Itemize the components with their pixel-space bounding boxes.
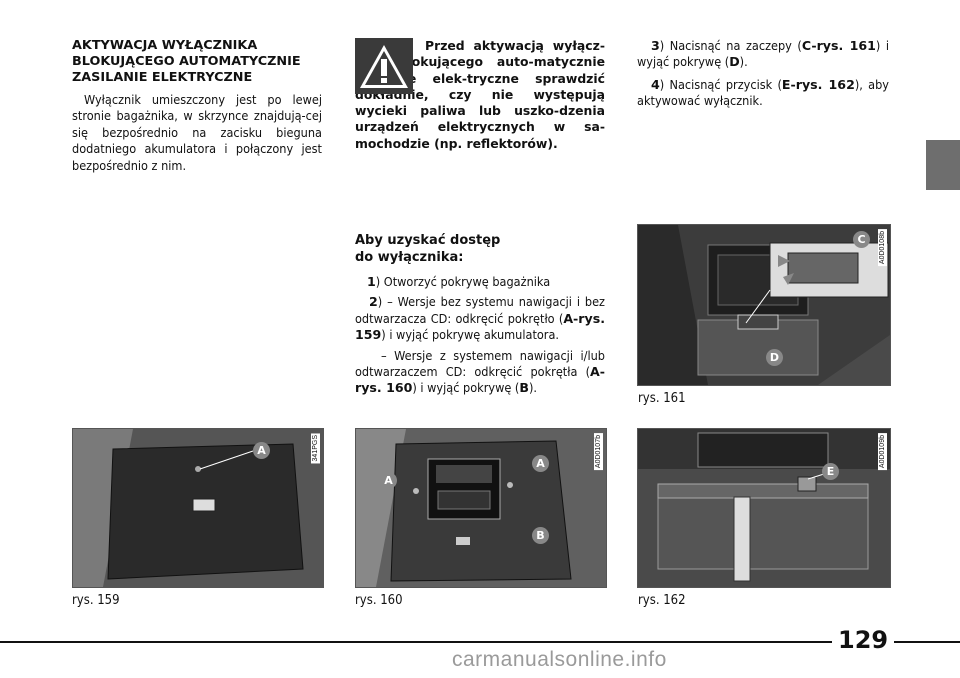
figure-162-code: A0D0109b [878, 433, 887, 471]
figure-160-code: A0D0107b [594, 433, 603, 471]
step-3: 3) Nacisnąć na zaczepy (C-rys. 161) i wy… [637, 38, 889, 71]
callout-a-right: A [532, 455, 549, 472]
warning-text: Przed aktywacją wyłącz-nika blokującego … [355, 38, 605, 152]
section-heading: AKTYWACJA WYŁĄCZNIKA BLOKUJĄCEGO AUTOMAT… [72, 38, 301, 85]
step-2-number: 2 [369, 294, 378, 310]
trunk-photo-161 [638, 225, 890, 385]
access-heading: Aby uzyskać dostęp do wyłącznika: [355, 232, 605, 266]
step-2b-pre: – Wersje z systemem nawigacji i/lub odtw… [355, 347, 605, 380]
step-2b: – Wersje z systemem nawigacji i/lub odtw… [355, 348, 605, 397]
step-2-post: ) i wyjąć pokrywę akumulatora. [381, 327, 560, 343]
step-2-pre: ) – Wersje bez systemu nawigacji i bez o… [355, 294, 605, 326]
callout-b: B [532, 527, 549, 544]
callout-c: C [853, 231, 870, 248]
access-heading-line1: Aby uzyskać dostęp [355, 233, 501, 248]
trunk-photo-159 [73, 429, 323, 587]
step-3-ref: C-rys. 161 [801, 38, 876, 53]
trunk-photo-160 [356, 429, 606, 587]
step-2b-mid: ) i wyjąć pokrywę ( [412, 380, 520, 396]
right-column: 3) Nacisnąć na zaczepy (C-rys. 161) i wy… [637, 38, 889, 114]
callout-d: D [766, 349, 783, 366]
section-tab [926, 140, 960, 190]
figure-161-caption: rys. 161 [638, 391, 686, 406]
callout-a: A [253, 442, 270, 459]
watermark: carmanualsonline.info [452, 648, 667, 671]
step-4-number: 4 [651, 76, 660, 92]
callout-e: E [822, 463, 839, 480]
figure-159: A 341PGS [72, 428, 324, 588]
step-3-post: ). [739, 54, 748, 70]
left-column: AKTYWACJA WYŁĄCZNIKA BLOKUJĄCEGO AUTOMAT… [72, 38, 322, 174]
step-1-number: 1 [367, 274, 376, 289]
access-heading-line2: do wyłącznika: [355, 250, 464, 265]
footer-rule-right [894, 641, 960, 643]
step-3-mid: ) i wyjąć pokrywę ( [637, 38, 889, 70]
warning-text-content: Przed aktywacją wyłącz-nika blokującego … [355, 38, 605, 151]
access-column: Aby uzyskać dostęp do wyłącznika: 1) Otw… [355, 232, 605, 401]
step-1: 1) Otworzyć pokrywę bagażnika [355, 274, 605, 290]
step-4-ref: E-rys. 162 [781, 76, 855, 92]
step-2: 2) – Wersje bez systemu nawigacji i bez … [355, 294, 605, 343]
figure-160: A A B A0D0107b [355, 428, 607, 588]
step-2b-ref2: B [519, 380, 529, 396]
step-3-number: 3 [651, 38, 660, 53]
footer-rule-left [0, 641, 832, 643]
warning-box: Przed aktywacją wyłącz-nika blokującego … [355, 38, 605, 152]
step-1-text: ) Otworzyć pokrywę bagażnika [375, 274, 551, 289]
warning-triangle-icon [355, 38, 413, 94]
page-number: 129 [838, 626, 889, 654]
step-4-post: ), aby aktywować wyłącznik. [637, 76, 890, 109]
step-2-ref: A-rys. 159 [355, 310, 605, 343]
figure-161: C D A0D0108b [637, 224, 891, 386]
figure-159-caption: rys. 159 [72, 593, 120, 608]
step-4: 4) Nacisnąć przycisk (E-rys. 162), aby a… [637, 77, 889, 110]
figure-161-code: A0D0108b [878, 229, 887, 267]
figure-162-caption: rys. 162 [638, 593, 686, 608]
step-2b-post: ). [528, 380, 537, 396]
figure-159-code: 341PGS [311, 433, 320, 464]
callout-a-left: A [380, 472, 397, 489]
trunk-photo-162 [638, 429, 890, 587]
step-3-pre: ) Nacisnąć na zaczepy ( [659, 38, 802, 53]
step-2b-ref: A-rys. 160 [355, 364, 605, 396]
figure-160-caption: rys. 160 [355, 593, 403, 608]
section-body: Wyłącznik umieszczony jest po lewej stro… [72, 92, 322, 173]
step-3-ref2: D [729, 54, 740, 70]
step-4-pre: ) Nacisnąć przycisk ( [659, 76, 782, 92]
figure-162: E A0D0109b [637, 428, 891, 588]
